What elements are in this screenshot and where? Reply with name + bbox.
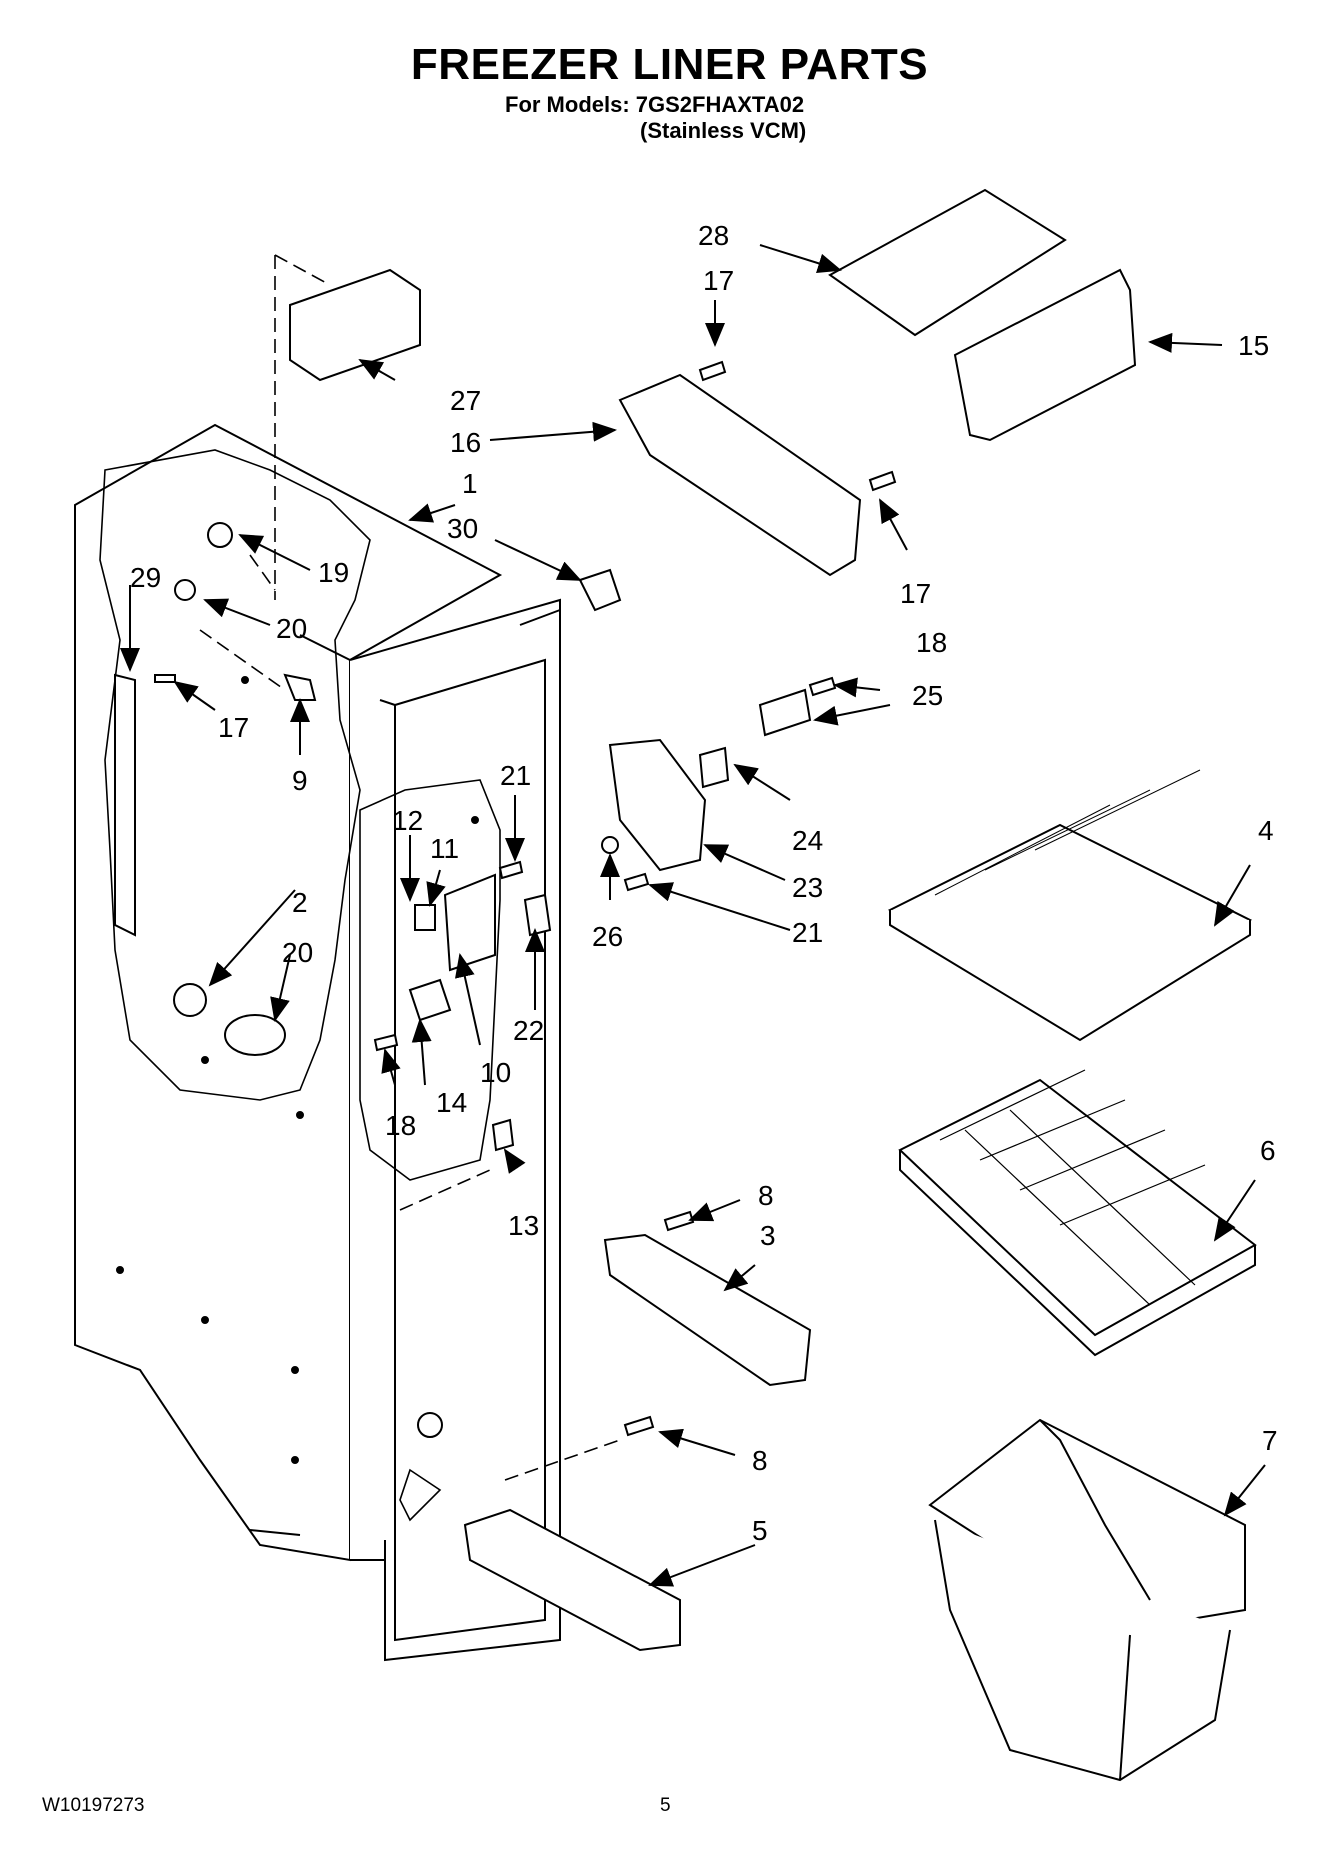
part-24-bracket [698, 746, 730, 789]
part-27-cover [289, 268, 421, 382]
part-28-hinge-bar [828, 188, 1067, 337]
part-18-screw-right [808, 676, 837, 697]
callout-6: 6 [1260, 1135, 1276, 1166]
freezer-liner [74, 423, 561, 1662]
callout-18-left: 18 [385, 1110, 416, 1141]
part-11-switch [414, 904, 436, 931]
callout-10: 10 [480, 1057, 511, 1088]
callout-11: 11 [430, 833, 459, 864]
callout-21-right: 21 [792, 917, 823, 948]
model-variant: (Stainless VCM) [640, 118, 807, 143]
part-3-shelf-trim [603, 1233, 812, 1387]
page-number: 5 [660, 1795, 671, 1816]
callout-30: 30 [447, 513, 478, 544]
part-20-bulb-upper [174, 579, 196, 601]
part-7-bin [928, 1418, 1246, 1782]
part-6-wire-shelf [898, 1069, 1257, 1357]
callout-20-lower: 20 [282, 937, 313, 968]
callout-9: 9 [292, 765, 308, 796]
part-4-glass-shelf [887, 769, 1253, 1042]
part-25-board [758, 688, 812, 737]
callout-14: 14 [436, 1087, 467, 1118]
part-14-board [408, 978, 452, 1022]
part-2-socket [173, 983, 207, 1017]
part-17-screw-left [154, 674, 176, 683]
part-10-housing [443, 873, 496, 972]
part-17-screw-top [698, 360, 727, 382]
part-29-light-strip [114, 673, 136, 937]
document-number: W10197273 [42, 1795, 145, 1816]
part-18-screw-left [373, 1033, 399, 1052]
callout-1: 1 [462, 468, 478, 499]
part-20-bulb-lower [224, 1014, 286, 1056]
part-16-bracket [618, 373, 862, 577]
callout-7: 7 [1262, 1425, 1278, 1456]
callout-24: 24 [792, 825, 823, 856]
part-21-screw-middle [498, 860, 524, 880]
callout-5: 5 [752, 1515, 768, 1546]
callout-3: 3 [760, 1220, 776, 1251]
callout-23: 23 [792, 872, 823, 903]
callout-28: 28 [698, 220, 729, 251]
assembly-lines [199, 254, 621, 1481]
callout-17-left: 17 [218, 712, 249, 743]
callout-8-lower: 8 [752, 1445, 768, 1476]
model-number: For Models: 7GS2FHAXTA02 [505, 92, 805, 117]
callout-20-upper: 20 [276, 613, 307, 644]
callout-17-top: 17 [703, 265, 734, 296]
part-22-bracket [523, 893, 552, 937]
callout-22: 22 [513, 1015, 544, 1046]
callout-21-middle: 21 [500, 760, 531, 791]
callout-26: 26 [592, 921, 623, 952]
callout-13: 13 [508, 1210, 539, 1241]
part-5-lower-trim [463, 1508, 681, 1652]
callout-12: 12 [392, 805, 423, 836]
part-21-screw-right [623, 872, 650, 892]
part-19-socket [207, 522, 233, 548]
part-15-cover [953, 268, 1137, 442]
callout-17-right: 17 [900, 578, 931, 609]
callout-18-right: 18 [916, 627, 947, 658]
callout-15: 15 [1238, 330, 1269, 361]
callout-27: 27 [450, 385, 481, 416]
part-17-screw-right [868, 470, 897, 492]
callout-19: 19 [318, 557, 349, 588]
model-info: For Models: 7GS2FHAXTA02 (Stainless VCM) [505, 92, 806, 144]
callout-4: 4 [1258, 815, 1274, 846]
callout-25: 25 [912, 680, 943, 711]
callout-8-upper: 8 [758, 1180, 774, 1211]
page-title: FREEZER LINER PARTS [410, 40, 929, 89]
part-30-clip [578, 568, 622, 612]
leader-lines [120, 244, 1266, 1587]
part-8-screw-upper [663, 1210, 695, 1232]
part-13-switch [491, 1118, 515, 1152]
part-9-clip [283, 673, 317, 701]
callout-2: 2 [292, 887, 308, 918]
callout-16: 16 [450, 427, 481, 458]
part-8-screw-lower [623, 1415, 655, 1437]
part-26-plug [601, 836, 619, 854]
callout-29: 29 [130, 562, 161, 593]
callout-labels: 28 17 15 27 16 1 30 17 19 29 20 17 9 18 … [130, 220, 1278, 1546]
part-23-housing [608, 738, 707, 872]
